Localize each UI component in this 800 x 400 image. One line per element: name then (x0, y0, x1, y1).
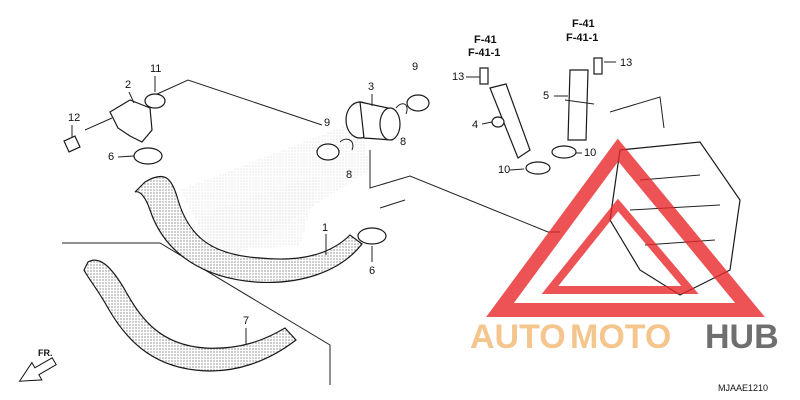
callout-8-right: 8 (400, 136, 406, 148)
front-arrow (18, 357, 57, 382)
bolt-12 (63, 135, 81, 153)
callout-12: 12 (68, 112, 80, 124)
seal-10-left (525, 161, 551, 175)
callout-10-left: 10 (498, 164, 510, 176)
o-ring-9-right (406, 94, 430, 112)
callout-9-left: 9 (324, 117, 330, 129)
callout-6-upper: 6 (108, 151, 114, 163)
watermark-moto: MOTO (570, 318, 671, 356)
callout-3: 3 (368, 81, 374, 93)
clip-8-left (339, 138, 354, 151)
clip-8-right (395, 103, 408, 115)
clamp-6-upper (133, 147, 163, 165)
hose-1 (134, 176, 363, 284)
drawing-code: MJAAE1210 (718, 383, 768, 393)
elbow-2 (109, 99, 153, 143)
callout-11: 11 (150, 63, 161, 75)
bolt-13-right (593, 57, 603, 75)
seal-10-right (551, 145, 577, 159)
pipe-4 (489, 83, 531, 159)
callout-6-lower: 6 (369, 265, 375, 277)
hose-7 (83, 259, 297, 372)
callout-8-left: 8 (346, 169, 352, 181)
pipe-5 (564, 69, 595, 141)
callout-7: 7 (243, 315, 249, 327)
callout-4: 4 (472, 119, 478, 131)
o-ring-9-left (316, 143, 340, 161)
bolt-13-left (479, 67, 489, 85)
leader-lines (71, 61, 616, 345)
callout-9-right: 9 (412, 61, 418, 73)
callout-13-right: 13 (620, 57, 632, 69)
clamp-6-lower (357, 227, 387, 245)
watermark-auto: AUTO (470, 318, 566, 356)
watermark-hub: HUB (705, 318, 779, 356)
front-label: FR. (38, 348, 53, 358)
callout-2: 2 (125, 79, 131, 91)
callout-13-left: 13 (452, 71, 464, 83)
o-ring-11 (144, 93, 166, 109)
callout-1: 1 (322, 222, 328, 234)
callout-10-right: 10 (584, 147, 596, 159)
watermark-logo (486, 138, 765, 317)
ref-right-2: F-41-1 (566, 32, 598, 44)
ref-left-2: F-41-1 (468, 47, 500, 59)
ref-right-1: F-41 (572, 18, 595, 30)
ref-left-1: F-41 (474, 34, 497, 46)
joint-3 (345, 101, 401, 141)
callout-5: 5 (543, 90, 549, 102)
